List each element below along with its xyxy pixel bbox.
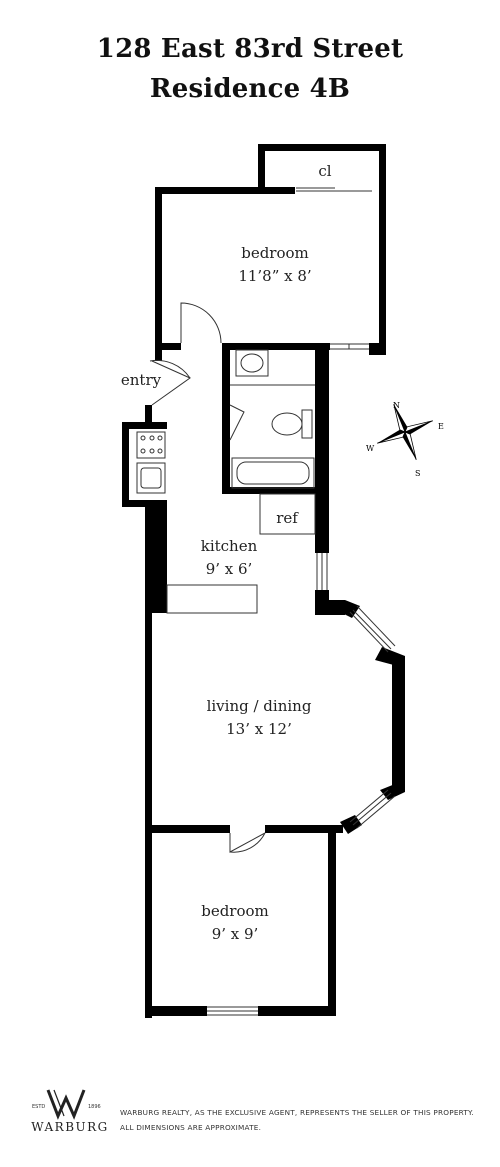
disclaimer-dimensions: ALL DIMENSIONS ARE APPROXIMATE. bbox=[120, 1123, 262, 1132]
living-label: living / dining bbox=[207, 697, 312, 715]
bedroom-1-label: bedroom bbox=[241, 244, 309, 262]
logo-wordmark: WARBURG bbox=[31, 1120, 109, 1134]
floorplan-unit: Residence 4B bbox=[149, 74, 351, 104]
disclaimer-agent: WARBURG REALTY, AS THE EXCLUSIVE AGENT, … bbox=[120, 1108, 474, 1117]
compass-s: S bbox=[415, 469, 420, 478]
logo-estd: ESTD bbox=[32, 1104, 45, 1110]
kitchen-label: kitchen bbox=[201, 537, 258, 555]
warburg-logo-icon: ESTD 1896 bbox=[32, 1089, 101, 1120]
interior-lines bbox=[136, 187, 396, 1016]
walls bbox=[122, 144, 405, 1018]
compass-n: N bbox=[393, 401, 400, 410]
bedroom-2-label: bedroom bbox=[201, 902, 269, 920]
floorplan-address: 128 East 83rd Street bbox=[96, 34, 404, 64]
kitchen-dims: 9’ x 6’ bbox=[206, 560, 253, 578]
bedroom-2-dims: 9’ x 9’ bbox=[212, 925, 259, 943]
compass-icon bbox=[377, 404, 433, 460]
entry-label: entry bbox=[121, 371, 162, 389]
bedroom-1-dims: 11’8” x 8’ bbox=[238, 267, 311, 285]
compass-w: W bbox=[366, 444, 375, 453]
compass-e: E bbox=[438, 422, 444, 431]
logo-year: 1896 bbox=[88, 1104, 101, 1110]
living-dims: 13’ x 12’ bbox=[226, 720, 292, 738]
closet-label: cl bbox=[318, 162, 331, 180]
ref-label: ref bbox=[276, 509, 299, 527]
